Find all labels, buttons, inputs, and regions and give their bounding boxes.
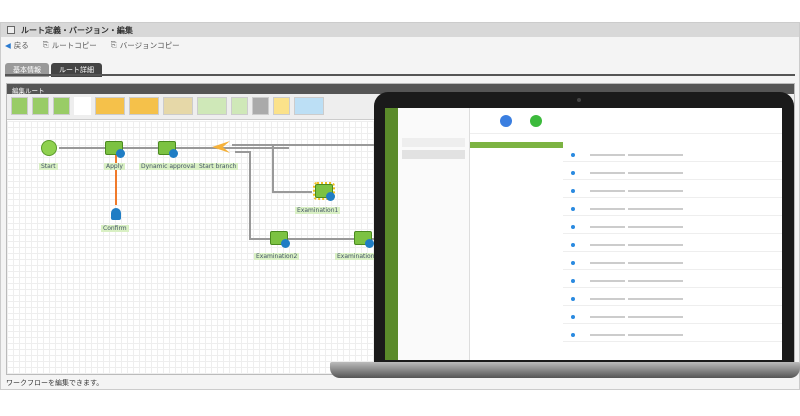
table-row[interactable]: [563, 220, 782, 234]
dynamic-node-tool-icon[interactable]: [32, 97, 49, 115]
selected-list-item[interactable]: [470, 142, 563, 148]
table-row[interactable]: [563, 202, 782, 216]
confirm-label: Confirm: [101, 225, 129, 232]
folder-item[interactable]: [402, 138, 465, 147]
confirm-user-node[interactable]: [111, 208, 121, 220]
table-row[interactable]: [563, 292, 782, 306]
panel-title: 編集ルート: [7, 84, 794, 95]
table-row[interactable]: [563, 184, 782, 198]
examination2-node[interactable]: [270, 231, 290, 248]
route-copy-button[interactable]: ⎘ルートコピー: [42, 40, 97, 50]
tab-route-detail[interactable]: ルート詳細: [51, 63, 102, 77]
examination2-label: Examination2: [254, 253, 300, 260]
status-message: ワークフローを編集できます。: [6, 379, 104, 387]
table-row[interactable]: [563, 274, 782, 288]
folder-item[interactable]: [402, 150, 465, 159]
title-bar: ルート定義・バージョン・編集: [1, 23, 799, 37]
toolbar: ◀戻る ⎘ルートコピー ⎘バージョンコピー: [1, 37, 799, 53]
back-arrow-icon: ◀: [5, 40, 11, 50]
back-button[interactable]: ◀戻る: [5, 40, 29, 50]
examination1-label: Examination1: [295, 207, 341, 214]
branch-start-tool-icon[interactable]: [95, 97, 125, 115]
app-icon[interactable]: [530, 115, 542, 127]
database-tool-icon[interactable]: [252, 97, 269, 115]
vertical-branch-tool-icon[interactable]: [163, 97, 193, 115]
text-tool-icon[interactable]: [273, 97, 290, 115]
user-node-tool-icon[interactable]: [74, 97, 91, 115]
approval-node-tool-icon[interactable]: [11, 97, 28, 115]
app-icon[interactable]: [500, 115, 512, 127]
camera-icon: [577, 98, 581, 102]
version-copy-button[interactable]: ⎘バージョンコピー: [110, 40, 180, 50]
branch-end-tool-icon[interactable]: [129, 97, 159, 115]
system-node-tool-icon[interactable]: [53, 97, 70, 115]
branch-label: Start branch: [197, 163, 239, 170]
tab-basic-info[interactable]: 基本情報: [5, 63, 49, 77]
app-toolbar: [470, 108, 782, 134]
start-node[interactable]: [41, 140, 57, 156]
examination1-node[interactable]: [313, 182, 335, 201]
apply-node[interactable]: [105, 141, 125, 158]
window-icon: [7, 26, 15, 34]
dynamic-approval-label: Dynamic approval: [139, 163, 198, 170]
laptop-screen: [385, 108, 782, 360]
table-row[interactable]: [563, 238, 782, 252]
laptop-mockup: [374, 92, 794, 370]
folder-pane: [398, 108, 470, 360]
copy-icon: ⎘: [110, 40, 117, 49]
table-row[interactable]: [563, 310, 782, 324]
apply-label: Apply: [104, 163, 125, 170]
dynamic-approval-node[interactable]: [158, 141, 178, 158]
start-label: Start: [39, 163, 58, 170]
table-row[interactable]: [563, 328, 782, 342]
divider: [5, 74, 795, 76]
table-row[interactable]: [563, 148, 782, 162]
examination3-node[interactable]: [354, 231, 374, 248]
frame-tool-icon[interactable]: [294, 97, 324, 115]
horizontal-line-tool-icon[interactable]: [197, 97, 227, 115]
window-title: ルート定義・バージョン・編集: [21, 25, 133, 35]
vertical-line-tool-icon[interactable]: [231, 97, 248, 115]
copy-icon: ⎘: [42, 40, 49, 49]
table-row[interactable]: [563, 166, 782, 180]
laptop-base: [330, 362, 800, 378]
table-row[interactable]: [563, 256, 782, 270]
examination3-label: Examination3: [335, 253, 381, 260]
app-sidebar: [385, 108, 398, 360]
